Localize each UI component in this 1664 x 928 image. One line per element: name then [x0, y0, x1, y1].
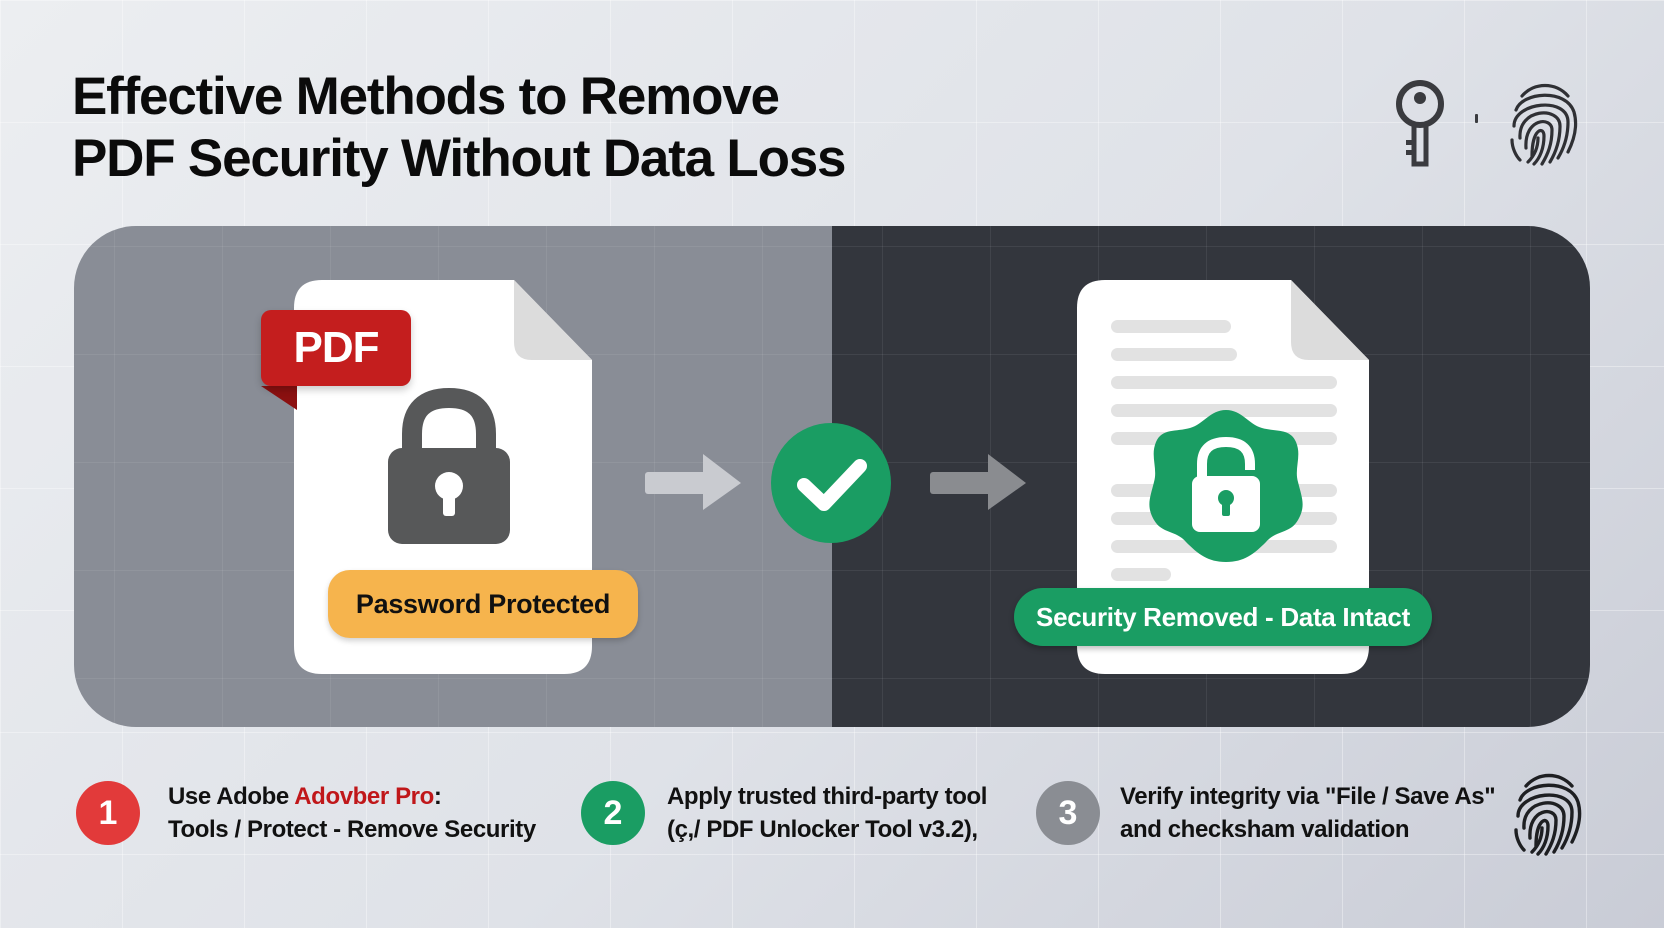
- pdf-tag-label: PDF: [293, 323, 380, 372]
- password-protected-badge: Password Protected: [328, 570, 638, 638]
- step-1-line-1: Use Adobe Adovber Pro:: [168, 780, 536, 813]
- step-2-line-2: (ç,/ PDF Unlocker Tool v3.2),: [667, 816, 978, 843]
- step-3-number: 3: [1058, 793, 1078, 832]
- password-protected-label: Password Protected: [355, 588, 611, 619]
- fingerprint-icon: [1510, 83, 1578, 166]
- step-1-text: Use Adobe Adovber Pro: Tools / Protect -…: [168, 780, 536, 846]
- step-3-line-1: Verify integrity via "File / Save As": [1120, 783, 1496, 810]
- security-removed-label: Security Removed - Data Intact: [1036, 601, 1410, 632]
- step-2-text: Apply trusted third-party tool (ç,/ PDF …: [667, 780, 987, 846]
- step-3-line-2: and checksham validation: [1120, 816, 1410, 843]
- arrow-right-icon: [930, 454, 1026, 510]
- step-2-line-1: Apply trusted third-party tool: [667, 783, 987, 810]
- step-3: 3 Verify integrity via "File / Save As" …: [1036, 780, 1496, 846]
- step-1-suffix: :: [433, 783, 442, 810]
- fingerprint-icon: [1514, 773, 1582, 856]
- key-icon: [1396, 80, 1444, 167]
- step-1-number: 1: [98, 793, 118, 832]
- step-1-number-badge: 1: [76, 781, 140, 845]
- title-line-2: PDF Security Without Data Loss: [72, 129, 847, 188]
- step-2-number-badge: 2: [581, 781, 645, 845]
- pdf-tag-fold: [261, 386, 297, 410]
- title-line-1: Effective Methods to Remove: [72, 67, 780, 126]
- step-1: 1 Use Adobe Adovber Pro: Tools / Protect…: [76, 780, 536, 846]
- unlocked-badge-icon: [1149, 410, 1303, 562]
- step-1-prefix: Use Adobe: [168, 783, 295, 810]
- step-2: 2 Apply trusted third-party tool (ç,/ PD…: [581, 780, 987, 846]
- security-removed-badge: Security Removed - Data Intact: [1014, 588, 1432, 646]
- step-1-product-name: Adovber Pro: [294, 783, 434, 810]
- arrow-right-icon: [645, 454, 741, 510]
- step-3-number-badge: 3: [1036, 781, 1100, 845]
- separator-dot: [1475, 114, 1478, 123]
- step-3-text: Verify integrity via "File / Save As" an…: [1120, 780, 1496, 846]
- page-title: Effective Methods to Remove PDF Security…: [72, 66, 847, 190]
- checkmark-circle-icon: [771, 423, 891, 543]
- padlock-icon: [388, 387, 510, 544]
- step-1-line-2: Tools / Protect - Remove Security: [168, 816, 536, 843]
- step-2-number: 2: [603, 793, 623, 832]
- pdf-tag: PDF: [261, 310, 411, 386]
